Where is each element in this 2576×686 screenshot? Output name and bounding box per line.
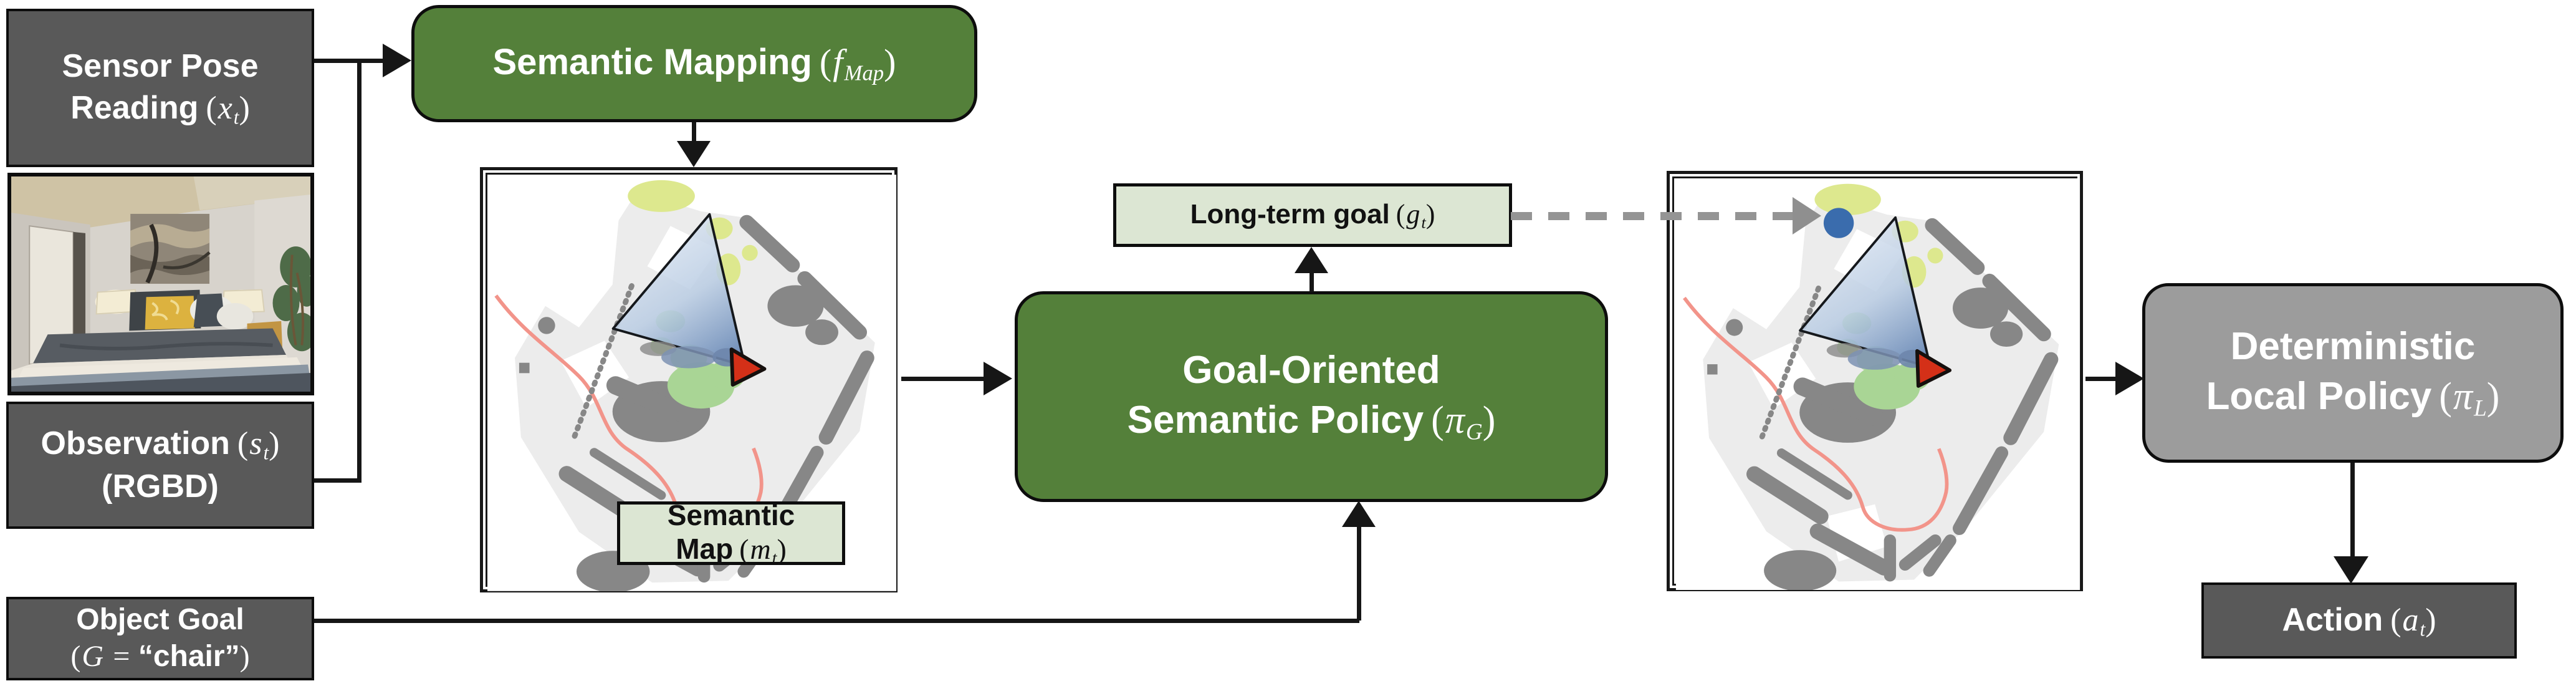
arrow-map-to-policy-head [984, 362, 1012, 395]
sensor-pose-line1: Sensor Pose [62, 48, 259, 85]
arrow-goal-to-policy-head [1342, 501, 1376, 527]
observation-box: Observation(st) (RGBD) [6, 402, 314, 529]
arrow-mapping-to-map-line [692, 122, 696, 145]
action-box: Action(at) [2201, 582, 2517, 659]
semantic-mapping-box: Semantic Mapping(fMap) [411, 5, 977, 122]
arrow-local-to-action-line [2350, 463, 2355, 558]
bedroom-image [11, 176, 317, 392]
semantic-mapping-label: Semantic Mapping(fMap) [492, 42, 896, 85]
arrow-sensor-to-mapping-line [314, 59, 384, 63]
arrow-map-to-local-line [2085, 377, 2117, 381]
object-goal-line1: Object Goal [76, 603, 244, 637]
object-goal-value: “chair” [138, 640, 240, 673]
action-label: Action(at) [2282, 601, 2436, 640]
arrow-sensor-to-mapping-head [383, 44, 411, 77]
arrow-mapping-to-map-head [677, 141, 711, 167]
sensor-pose-box: Sensor Pose Reading(xt) [6, 9, 314, 167]
long-term-goal-dot [1823, 208, 1854, 238]
semantic-map-label: Semantic Map(mt) [617, 499, 845, 568]
arrow-policy-to-goal-line [1310, 272, 1314, 292]
observation-label: Observation(st) (RGBD) [41, 425, 280, 505]
arrow-local-to-action-head [2334, 556, 2368, 584]
observation-riser-line [357, 59, 362, 483]
local-policy-box: Deterministic Local Policy(πL) [2142, 283, 2564, 463]
object-goal-label: Object Goal (G = “chair”) [70, 603, 250, 673]
object-goal-riser-line [1357, 526, 1361, 621]
goal-policy-label: Goal-Oriented Semantic Policy(πG) [1127, 348, 1496, 445]
object-goal-bus-line [314, 619, 1359, 623]
observation-line1: Observation [41, 425, 230, 462]
local-policy-label: Deterministic Local Policy(πL) [2206, 324, 2500, 422]
object-goal-box: Object Goal (G = “chair”) [6, 597, 314, 680]
arrow-map-to-policy-line [901, 377, 985, 381]
goal-map-panel [1667, 171, 2083, 591]
sensor-pose-label: Sensor Pose Reading(xt) [62, 48, 259, 128]
arrow-policy-to-goal-head [1295, 247, 1328, 273]
dashed-goal-arrow-line [1511, 212, 1799, 220]
long-term-goal-box: Long-term goal(gt) [1113, 183, 1512, 247]
dashed-goal-arrow-head [1793, 197, 1821, 234]
sensor-pose-line2: Reading [70, 89, 199, 126]
goal-policy-box: Goal-Oriented Semantic Policy(πG) [1015, 291, 1608, 502]
observation-line2: (RGBD) [102, 468, 219, 505]
goal-map-image [1674, 178, 2082, 590]
arrow-map-to-local-head [2115, 362, 2144, 395]
observation-stub-line [314, 478, 362, 483]
observation-photo [7, 173, 317, 395]
